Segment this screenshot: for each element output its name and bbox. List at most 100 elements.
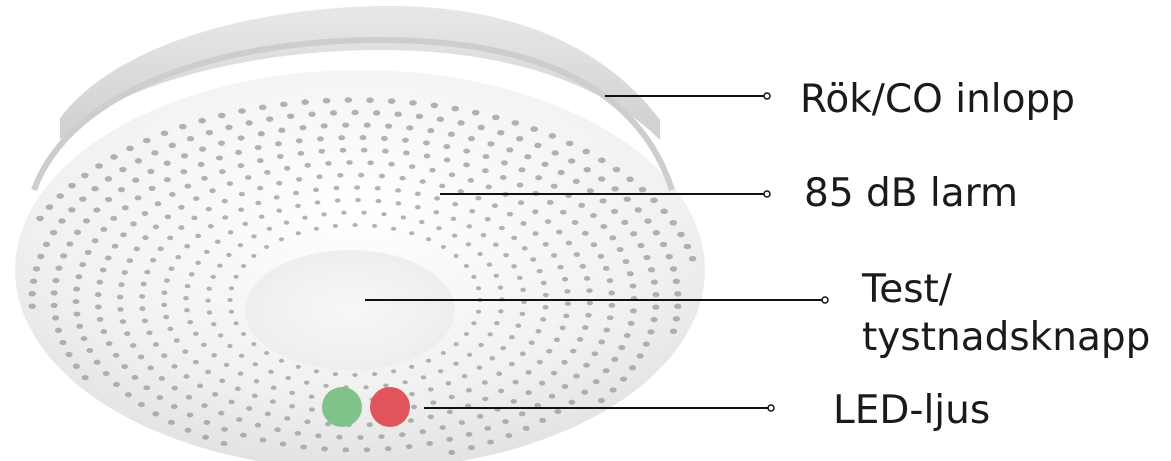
perforation-hole [568,158,575,163]
perforation-hole [420,429,426,434]
perforation-hole [171,404,178,409]
perforation-hole [317,136,324,141]
perforation-hole [276,181,282,186]
perforation-hole [482,397,488,402]
perforation-hole [486,185,492,190]
perforation-hole [118,282,124,287]
perforation-hole [463,162,470,167]
perforation-hole [498,285,503,289]
perforation-hole [29,303,36,308]
perforation-hole [135,195,142,200]
perforation-hole [323,384,328,388]
perforation-hole [431,103,439,109]
perforation-hole [81,173,89,179]
perforation-hole [643,341,650,346]
perforation-hole [150,258,156,263]
perforation-hole [46,204,54,210]
perforation-hole [164,161,171,166]
perforation-hole [185,428,192,433]
perforation-hole [400,176,406,181]
perforation-hole [321,123,328,128]
perforation-hole [58,218,65,223]
perforation-hole [195,261,201,265]
perforation-hole [323,98,331,104]
perforation-hole [227,181,233,186]
perforation-hole [259,215,265,219]
perforation-hole [234,321,239,325]
perforation-hole [321,212,326,216]
perforation-hole [558,170,565,175]
perforation-hole [352,373,357,377]
perforation-hole [478,125,485,130]
perforation-hole [611,357,618,362]
perforation-hole [218,113,226,119]
perforation-hole [94,360,101,365]
perforation-hole [100,268,107,273]
perforation-hole [607,278,614,283]
perforation-hole [582,325,588,330]
perforation-hole [180,169,187,174]
perforation-hole [255,201,261,205]
perforation-hole [566,241,572,246]
led-light-red [370,387,410,427]
perforation-hole [652,292,659,297]
perforation-hole [648,267,655,272]
perforation-hole [563,314,569,319]
perforation-hole [590,213,597,218]
perforation-hole [73,364,80,369]
perforation-hole [260,438,267,443]
perforation-hole [240,433,247,438]
leader-end-led [768,405,774,411]
perforation-hole [338,135,345,140]
test-silence-button[interactable] [245,250,455,370]
perforation-hole [441,245,446,249]
perforation-hole [211,322,216,326]
perforation-hole [130,221,137,226]
perforation-hole [313,188,319,192]
perforation-hole [452,202,458,206]
perforation-hole [511,236,517,240]
perforation-hole [426,237,431,241]
perforation-hole [224,363,230,367]
perforation-hole [446,381,452,385]
perforation-hole [184,244,190,248]
perforation-hole [543,305,549,309]
perforation-hole [582,149,590,155]
perforation-hole [50,230,57,235]
perforation-hole [409,164,415,169]
perforation-hole [415,192,421,196]
perforation-hole [543,293,549,297]
perforation-hole [453,362,458,366]
perforation-hole [519,167,526,172]
perforation-hole [345,97,353,103]
perforation-hole [581,390,588,395]
perforation-hole [95,305,102,310]
perforation-hole [468,445,475,450]
perforation-hole [55,265,62,270]
perforation-hole [239,192,245,197]
perforation-hole [449,395,455,399]
perforation-hole [471,275,476,279]
perforation-hole [284,166,290,171]
perforation-hole [206,130,213,135]
perforation-hole [270,399,276,403]
perforation-hole [238,108,246,114]
perforation-hole [289,404,295,408]
perforation-hole [189,272,195,276]
perforation-hole [457,120,464,125]
perforation-hole [551,184,558,189]
perforation-hole [582,231,589,236]
perforation-hole [454,342,459,346]
perforation-hole [169,192,176,197]
perforation-hole [235,387,241,391]
perforation-hole [113,353,120,358]
perforation-hole [56,193,64,199]
perforation-hole [471,321,476,325]
perforation-hole [551,371,557,376]
perforation-hole [583,363,590,368]
perforation-hole [383,384,388,388]
perforation-hole [51,290,58,295]
perforation-hole [100,227,107,232]
perforation-hole [138,402,145,407]
perforation-hole [167,327,173,331]
